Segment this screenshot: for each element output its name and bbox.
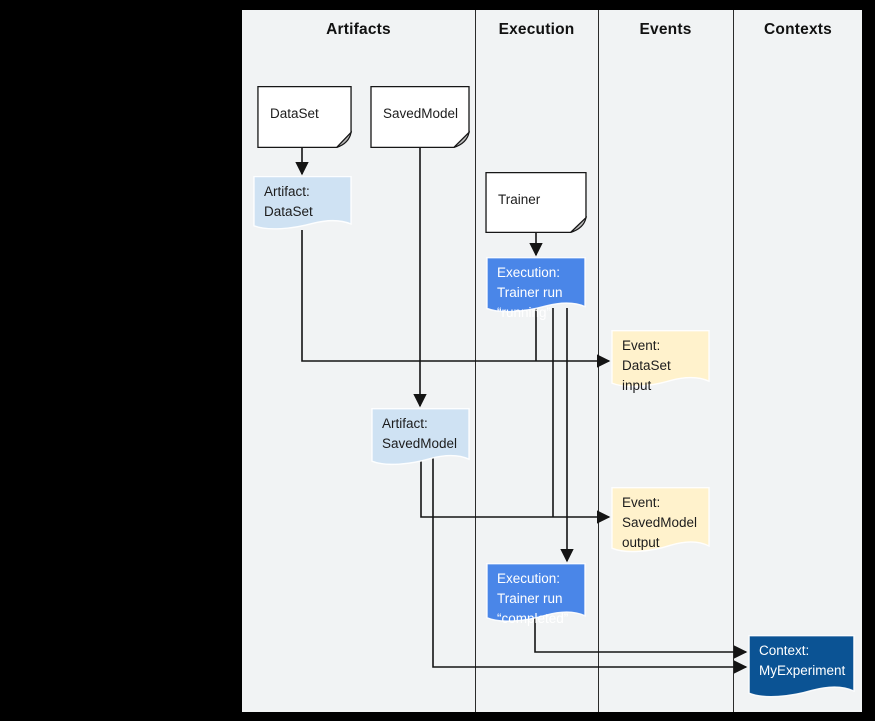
node-label: Event: SavedModel output <box>622 495 698 550</box>
node-event-dataset-input: Event: DataSet input <box>611 330 710 394</box>
diagram-canvas: Artifacts Execution Events Contexts <box>242 10 862 712</box>
node-label: Artifact: SavedModel <box>382 416 458 451</box>
node-label: Context: MyExperiment <box>759 643 846 678</box>
arrow-completed-to-context <box>534 612 748 659</box>
node-label: Execution: Trainer run “running” <box>497 265 563 320</box>
node-label: Trainer <box>498 191 541 207</box>
arrow-artifactsavedmodel-to-context <box>432 456 748 674</box>
arrow-artifactdataset-to-event-input <box>301 230 611 368</box>
node-execution-completed: Execution: Trainer run “completed” <box>486 563 586 629</box>
folded-corner-icon <box>571 218 586 233</box>
node-label: Artifact: DataSet <box>264 184 313 219</box>
arrow-artifactsavedmodel-to-event-output <box>420 456 611 524</box>
folded-corner-icon <box>337 133 351 148</box>
node-context-myexperiment: Context: MyExperiment <box>748 635 855 705</box>
node-artifact-dataset: Artifact: DataSet <box>253 176 352 236</box>
node-savedmodel: SavedModel <box>370 86 470 148</box>
node-label: Event: DataSet input <box>622 338 671 393</box>
node-artifact-savedmodel: Artifact: SavedModel <box>371 408 470 472</box>
node-dataset: DataSet <box>257 86 352 148</box>
folded-corner-icon <box>454 133 469 148</box>
lane-divider-3 <box>733 10 734 712</box>
lane-header-contexts: Contexts <box>764 21 832 38</box>
node-label: Execution: Trainer run “completed” <box>497 571 569 626</box>
lane-header-events: Events <box>639 21 692 38</box>
node-trainer: Trainer <box>485 172 587 233</box>
node-event-savedmodel-output: Event: SavedModel output <box>611 487 710 559</box>
lane-header-execution: Execution <box>498 21 575 38</box>
node-label: DataSet <box>270 106 319 121</box>
connector-layer <box>295 148 748 674</box>
node-execution-running: Execution: Trainer run “running” <box>486 257 586 320</box>
node-label: SavedModel <box>383 106 459 121</box>
lane-header-artifacts: Artifacts <box>326 21 391 38</box>
